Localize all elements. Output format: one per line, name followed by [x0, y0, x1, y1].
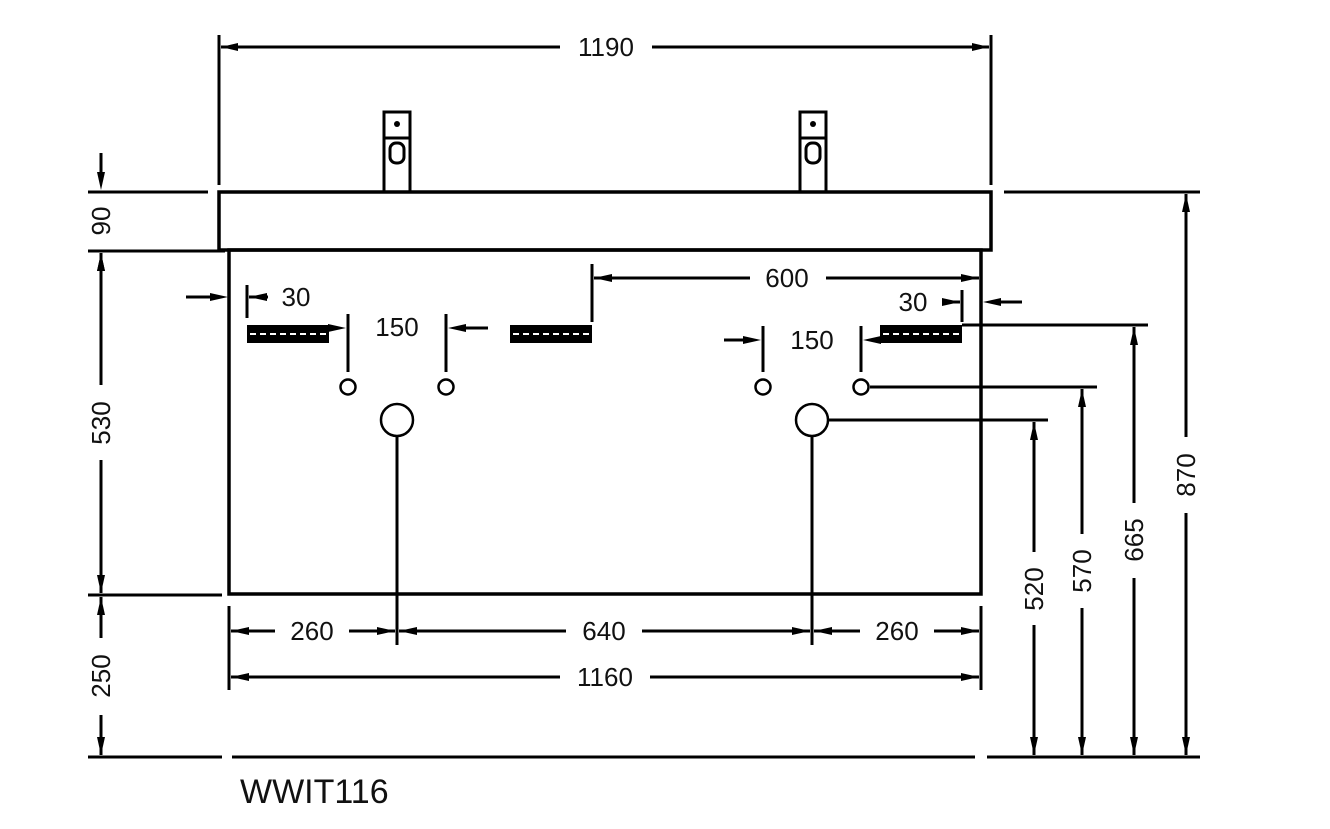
basin-top	[217, 190, 993, 252]
dimension-left-tap-spacing: 150	[315, 312, 488, 372]
dimension-bottom-horizontals: 260 640 260 1160	[227, 606, 983, 692]
tap-hole	[754, 378, 772, 396]
dim-label-90: 90	[86, 207, 116, 236]
cabinet-body	[227, 248, 983, 596]
dim-label-150-right: 150	[790, 325, 833, 355]
dim-label-1190: 1190	[578, 32, 634, 62]
dim-label-1160: 1160	[577, 662, 633, 692]
dim-label-530: 530	[86, 401, 116, 444]
dimension-overall-top-width: 1190	[217, 32, 993, 185]
dimension-rail-spacing: 600	[590, 263, 979, 322]
dim-label-570: 570	[1067, 549, 1097, 592]
dimension-right-tap-spacing: 150	[724, 325, 900, 372]
dim-label-520: 520	[1019, 567, 1049, 610]
dim-label-665: 665	[1119, 518, 1149, 561]
mounting-rail-left	[247, 325, 329, 343]
faucet-icon	[382, 110, 412, 194]
dim-label-30-left: 30	[282, 282, 311, 312]
dimension-left-verticals: 90 530 250	[86, 153, 975, 759]
faucet-icon	[798, 110, 828, 194]
dim-label-870: 870	[1171, 453, 1201, 496]
dim-label-600: 600	[765, 263, 808, 293]
dim-label-30-right: 30	[899, 287, 928, 317]
waste-hole	[794, 402, 830, 438]
dim-label-150-left: 150	[375, 312, 418, 342]
dim-label-250: 250	[86, 654, 116, 697]
dim-label-260-right: 260	[875, 616, 918, 646]
tap-hole	[437, 378, 455, 396]
dimension-right-verticals: 520 570 665 870	[828, 190, 1201, 759]
dim-label-640: 640	[582, 616, 625, 646]
dim-label-260-left: 260	[290, 616, 333, 646]
mounting-rail-right	[880, 325, 962, 343]
tap-hole	[852, 378, 870, 396]
waste-hole	[379, 402, 415, 438]
dimension-right-inset: 30	[899, 287, 1022, 322]
mounting-rail-center	[510, 325, 592, 343]
tap-hole	[339, 378, 357, 396]
model-title: WWIT116	[240, 773, 389, 811]
dimension-left-inset: 30	[186, 282, 310, 318]
